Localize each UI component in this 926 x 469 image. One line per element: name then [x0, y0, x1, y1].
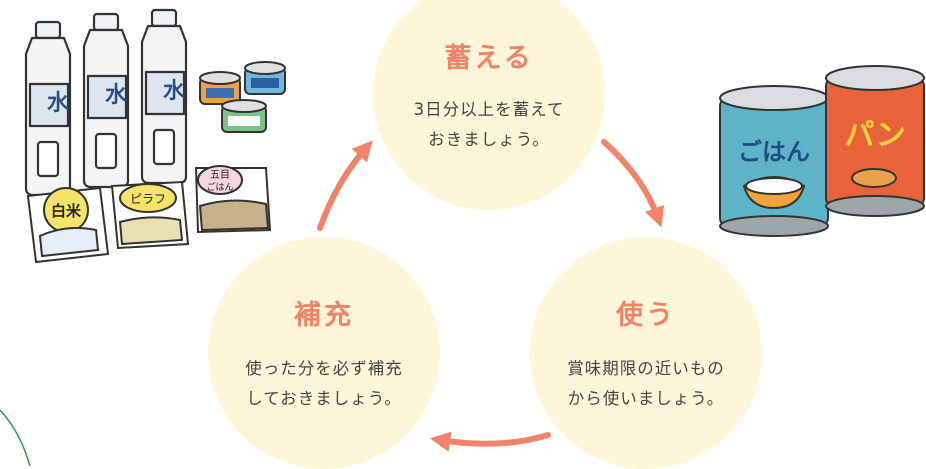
rice-can-label: ごはん [738, 138, 810, 166]
refill-title: 補充 [294, 300, 354, 331]
canned-food-icon [199, 61, 286, 133]
water-label: 水 [105, 83, 128, 108]
use-title: 使う [616, 300, 676, 331]
refill-text-line1: 使った分を必ず補充 [245, 359, 403, 378]
store-circle: 蓄える 3日分以上を蓄えて おきましょう。 [373, 0, 605, 210]
water-label: 水 [163, 79, 186, 104]
cycle-arrow-icon [429, 431, 551, 452]
store-text-line1: 3日分以上を蓄えて [413, 100, 565, 119]
gomoku-pack-label: 五目 [210, 170, 230, 181]
cycle-arrow-icon [601, 139, 665, 228]
refill-text-line2: しておきましょう。 [246, 389, 402, 408]
refill-text: 使った分を必ず補充 しておきましょう。 [245, 354, 403, 414]
rice-pack-label: 白米 [51, 202, 82, 220]
use-text-line2: から使いましょう。 [567, 389, 725, 408]
pilaf-pack-label: ピラフ [130, 192, 166, 206]
use-text: 賞味期限の近いもの から使いましょう。 [567, 354, 725, 414]
water-label: 水 [47, 91, 70, 116]
bread-can-icon [825, 65, 925, 217]
decorative-line [0, 409, 31, 466]
store-text-line2: おきましょう。 [428, 130, 550, 149]
water-bottle-icon [24, 8, 188, 197]
cycle-arrow-icon [317, 140, 373, 231]
use-circle: 使う 賞味期限の近いもの から使いましょう。 [530, 237, 762, 469]
store-text: 3日分以上を蓄えて おきましょう。 [414, 95, 565, 155]
bread-can-label: パン [844, 118, 906, 153]
store-title: 蓄える [444, 43, 534, 74]
gomoku-pack-label: ごはん [206, 181, 233, 193]
use-text-line1: 賞味期限の近いもの [567, 359, 725, 378]
refill-circle: 補充 使った分を必ず補充 しておきましょう。 [208, 237, 440, 469]
rice-pack-icon [26, 165, 272, 264]
